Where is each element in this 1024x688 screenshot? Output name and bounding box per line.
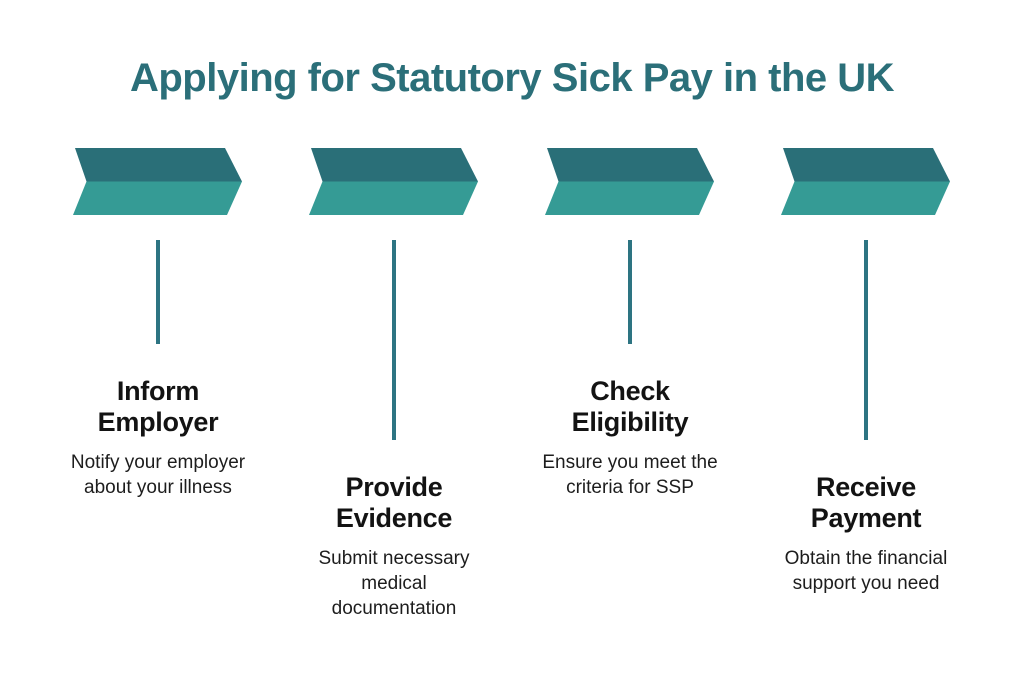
step-description: Ensure you meet the criteria for SSP [542, 452, 718, 498]
step-heading: Provide Evidence [335, 472, 453, 533]
chevron-arrow-icon [781, 148, 950, 215]
arrow-top-half [311, 148, 478, 182]
process-steps-row: Inform Employer Notify your employer abo… [40, 148, 984, 621]
arrow-top-half [783, 148, 950, 182]
connector-line [628, 240, 632, 344]
arrow-bottom-half [73, 181, 242, 215]
arrow-bottom-half [309, 181, 478, 215]
step-column-inform-employer: Inform Employer Notify your employer abo… [40, 148, 276, 621]
arrow-top-half [75, 148, 242, 182]
connector-line [156, 240, 160, 344]
step-description: Submit necessary medical documentation [318, 548, 470, 619]
page-title: Applying for Statutory Sick Pay in the U… [129, 56, 895, 100]
chevron-arrow-icon [309, 148, 478, 215]
connector-line [392, 240, 396, 440]
chevron-arrow-icon [73, 148, 242, 215]
arrow-top-half [547, 148, 714, 182]
step-description: Obtain the financial support you need [784, 548, 948, 594]
step-heading: Receive Payment [810, 472, 922, 533]
step-heading: Check Eligibility [571, 376, 689, 437]
step-column-receive-payment: Receive Payment Obtain the financial sup… [748, 148, 984, 621]
step-heading: Inform Employer [97, 376, 219, 437]
step-column-check-eligibility: Check Eligibility Ensure you meet the cr… [512, 148, 748, 621]
chevron-arrow-icon [545, 148, 714, 215]
step-column-provide-evidence: Provide Evidence Submit necessary medica… [276, 148, 512, 621]
arrow-bottom-half [545, 181, 714, 215]
arrow-bottom-half [781, 181, 950, 215]
step-description: Notify your employer about your illness [70, 452, 246, 498]
connector-line [864, 240, 868, 440]
